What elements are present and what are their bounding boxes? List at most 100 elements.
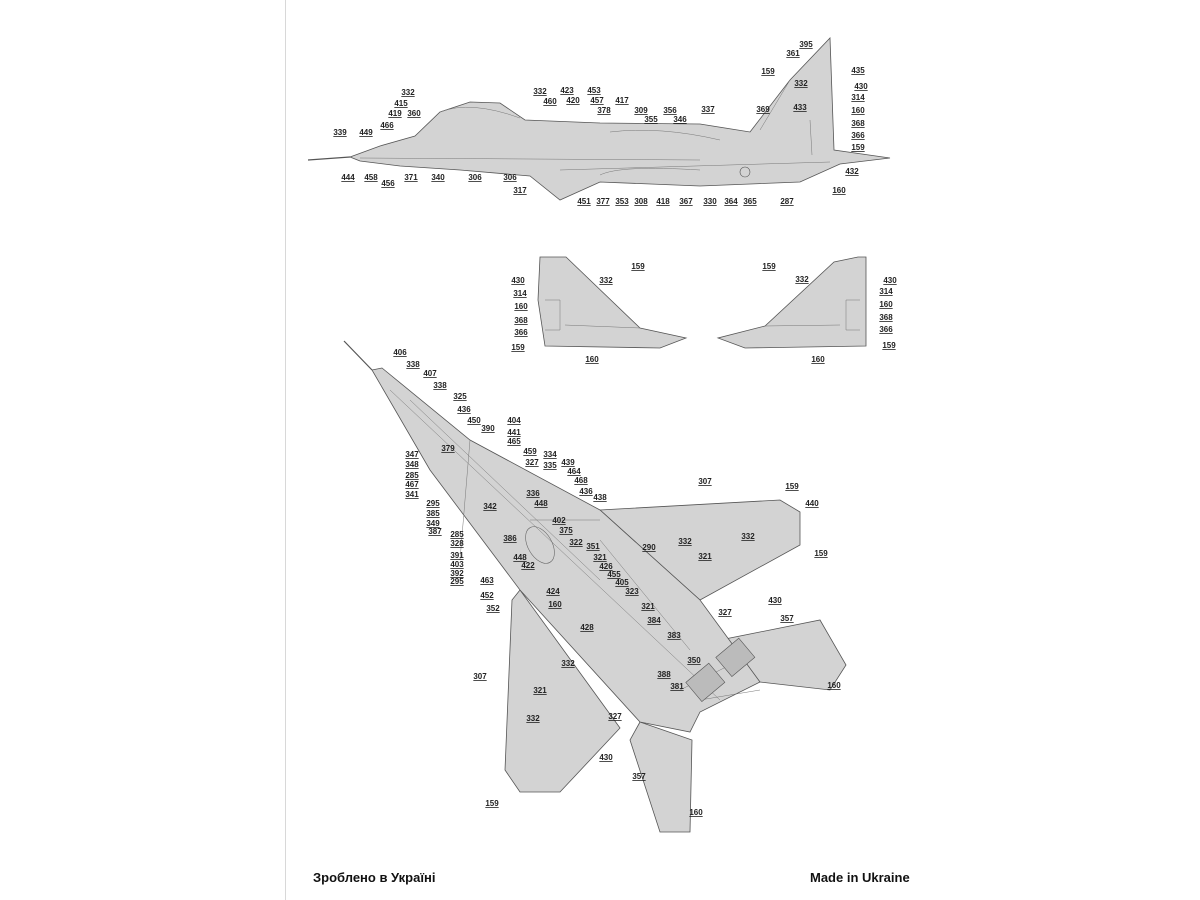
bottom-view-callout-459: 459 [523,447,537,456]
bottom-view-callout-321: 321 [698,552,712,561]
left-tail-view-callout-160: 160 [514,302,528,311]
bottom-view-callout-406: 406 [393,348,407,357]
bottom-view-callout-384: 384 [647,616,661,625]
side-view-callout-368: 368 [851,119,865,128]
bottom-view-callout-357: 357 [632,772,646,781]
bottom-view-callout-327: 327 [608,712,622,721]
bottom-view-callout-321: 321 [593,553,607,562]
left-tail-view-callout-314: 314 [513,289,527,298]
side-view-callout-308: 308 [634,197,648,206]
side-view-callout-378: 378 [597,106,611,115]
side-view-callout-415: 415 [394,99,408,108]
bottom-view-callout-327: 327 [718,608,732,617]
side-view-callout-367: 367 [679,197,693,206]
side-view-callout-330: 330 [703,197,717,206]
bottom-view-callout-347: 347 [405,450,419,459]
bottom-view-callout-436: 436 [457,405,471,414]
side-view-callout-366: 366 [851,131,865,140]
bottom-view-callout-332: 332 [561,659,575,668]
bottom-view-callout-307: 307 [473,672,487,681]
bottom-view-callout-159: 159 [814,549,828,558]
right-tail-view-callout-314: 314 [879,287,893,296]
bottom-view-callout-404: 404 [507,416,521,425]
left-tail-view [537,256,688,349]
side-view-callout-458: 458 [364,173,378,182]
side-view-callout-419: 419 [388,109,402,118]
side-view-callout-346: 346 [673,115,687,124]
side-view-callout-430: 430 [854,82,868,91]
bottom-view-callout-391: 391 [450,551,464,560]
side-view-callout-339: 339 [333,128,347,137]
bottom-view-callout-467: 467 [405,480,419,489]
bottom-view-callout-468: 468 [574,476,588,485]
right-tail-view-callout-159: 159 [882,341,896,350]
bottom-view-callout-332: 332 [741,532,755,541]
left-tail-view-callout-160: 160 [585,355,599,364]
side-view-callout-356: 356 [663,106,677,115]
exhaust-nozzles [685,637,756,703]
left-tail-view-callout-368: 368 [514,316,528,325]
bottom-view-callout-438: 438 [593,493,607,502]
bottom-view-callout-422: 422 [521,561,535,570]
bottom-view-callout-357: 357 [780,614,794,623]
bottom-view-callout-350: 350 [687,656,701,665]
side-view-callout-460: 460 [543,97,557,106]
footer-made-in-ukraine-en: Made in Ukraine [810,870,910,885]
side-view-callout-457: 457 [590,96,604,105]
side-view-callout-306: 306 [503,173,517,182]
right-tail-view-callout-160: 160 [879,300,893,309]
bottom-view-callout-336: 336 [526,489,540,498]
bottom-view-callout-440: 440 [805,499,819,508]
bottom-view-callout-338: 338 [406,360,420,369]
bottom-view-callout-386: 386 [503,534,517,543]
left-tail-view-callout-430: 430 [511,276,525,285]
bottom-view-callout-334: 334 [543,450,557,459]
bottom-view-callout-332: 332 [526,714,540,723]
right-tail-view-callout-332: 332 [795,275,809,284]
bottom-view-callout-448: 448 [513,553,527,562]
side-view-callout-432: 432 [845,167,859,176]
left-tail-view-callout-366: 366 [514,328,528,337]
bottom-view-callout-295: 295 [450,577,464,586]
side-view-callout-332: 332 [794,79,808,88]
bottom-view-callout-325: 325 [453,392,467,401]
side-view-callout-306: 306 [468,173,482,182]
bottom-view-aircraft [343,340,847,833]
bottom-view-callout-160: 160 [689,808,703,817]
page-margin-line [285,0,286,900]
side-view-callout-337: 337 [701,105,715,114]
side-view-callout-369: 369 [756,105,770,114]
bottom-view-callout-407: 407 [423,369,437,378]
right-tail-view-callout-368: 368 [879,313,893,322]
side-view-callout-332: 332 [401,88,415,97]
bottom-view-callout-375: 375 [559,526,573,535]
bottom-view-callout-390: 390 [481,424,495,433]
side-view-callout-466: 466 [380,121,394,130]
right-tail-view-callout-430: 430 [883,276,897,285]
bottom-view-callout-338: 338 [433,381,447,390]
bottom-view-callout-385: 385 [426,509,440,518]
bottom-view-callout-342: 342 [483,502,497,511]
bottom-view-callout-328: 328 [450,539,464,548]
bottom-view-callout-349: 349 [426,519,440,528]
bottom-view-callout-430: 430 [768,596,782,605]
side-view-callout-332: 332 [533,87,547,96]
bottom-view-callout-307: 307 [698,477,712,486]
side-view-callout-365: 365 [743,197,757,206]
bottom-view-callout-383: 383 [667,631,681,640]
side-view-callout-418: 418 [656,197,670,206]
side-view-callout-361: 361 [786,49,800,58]
side-view-callout-340: 340 [431,173,445,182]
side-view-callout-417: 417 [615,96,629,105]
side-view-callout-395: 395 [799,40,813,49]
side-view-callout-456: 456 [381,179,395,188]
bottom-view-callout-159: 159 [485,799,499,808]
side-view-callout-309: 309 [634,106,648,115]
side-view-callout-159: 159 [761,67,775,76]
side-view-callout-420: 420 [566,96,580,105]
bottom-view-callout-448: 448 [534,499,548,508]
bottom-view-callout-321: 321 [641,602,655,611]
side-view-callout-371: 371 [404,173,418,182]
bottom-view-callout-424: 424 [546,587,560,596]
